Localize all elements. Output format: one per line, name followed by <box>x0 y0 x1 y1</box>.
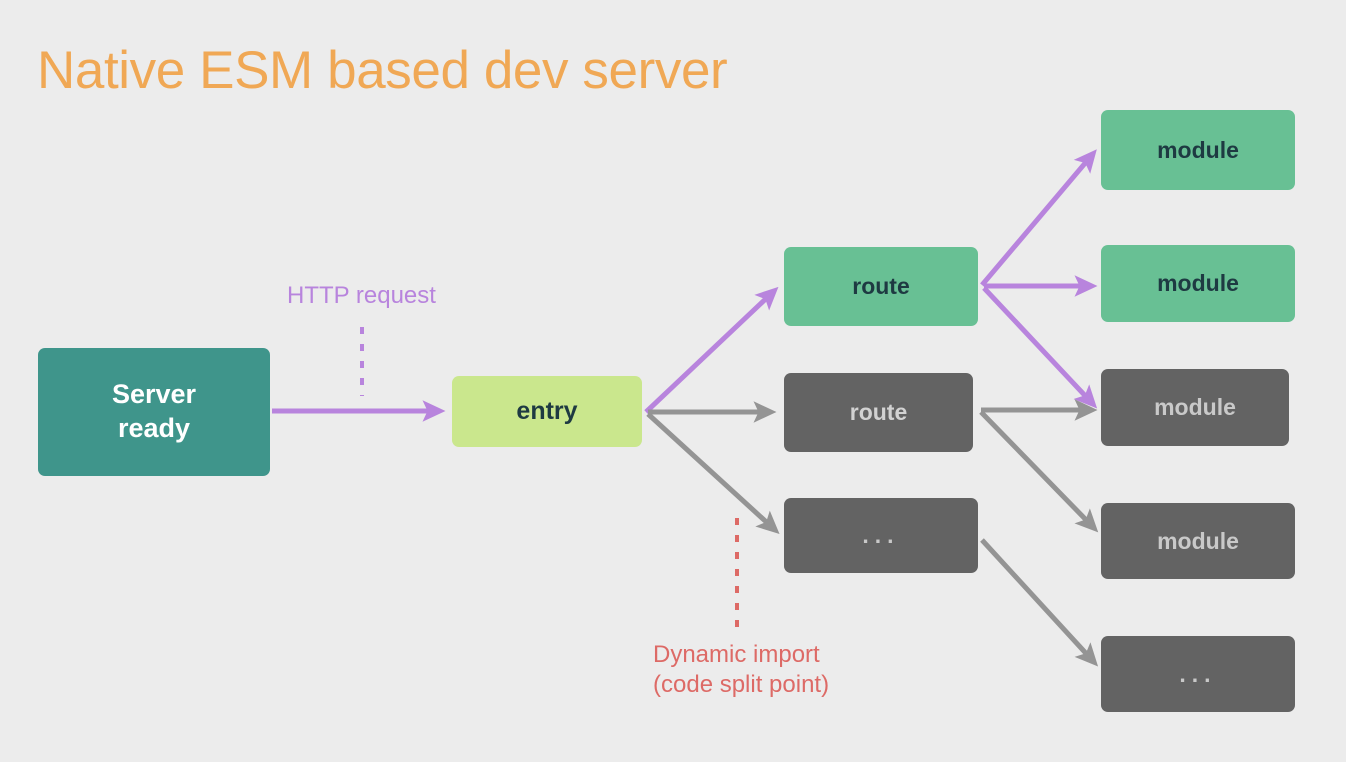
edge-route-gray-to-module-4 <box>979 410 1099 533</box>
annotation-http-request: HTTP request <box>287 282 436 309</box>
node-label: ... <box>862 522 900 549</box>
node-dots-middle[interactable]: ... <box>784 498 978 573</box>
node-label: module <box>1157 136 1239 163</box>
edge-entry-to-route-green <box>644 286 779 414</box>
node-route-green[interactable]: route <box>784 247 978 326</box>
annotation-dynamic-import: Dynamic import (code split point) <box>653 641 830 698</box>
node-label: entry <box>516 396 578 425</box>
node-server-ready[interactable]: Server ready <box>38 348 270 476</box>
edge-dots-mid-to-dots-right <box>980 538 1099 667</box>
edge-entry-to-dots-mid <box>646 412 780 535</box>
edge-route-green-to-module-1 <box>980 149 1097 287</box>
node-label: ... <box>1179 660 1217 687</box>
edge-route-green-to-module-3 <box>982 286 1098 409</box>
node-module-2[interactable]: module <box>1101 245 1295 322</box>
page-title: Native ESM based dev server <box>37 41 728 100</box>
node-label: route <box>849 399 908 426</box>
node-module-3[interactable]: module <box>1101 369 1289 446</box>
node-label: module <box>1157 527 1239 554</box>
node-module-4[interactable]: module <box>1101 503 1295 579</box>
node-label: module <box>1154 394 1236 421</box>
node-label: Server ready <box>111 379 197 443</box>
node-entry[interactable]: entry <box>452 376 642 447</box>
node-dots-right[interactable]: ... <box>1101 636 1295 712</box>
node-label: route <box>852 273 910 300</box>
node-module-1[interactable]: module <box>1101 110 1295 190</box>
node-route-gray[interactable]: route <box>784 373 973 452</box>
node-label: module <box>1157 270 1239 297</box>
